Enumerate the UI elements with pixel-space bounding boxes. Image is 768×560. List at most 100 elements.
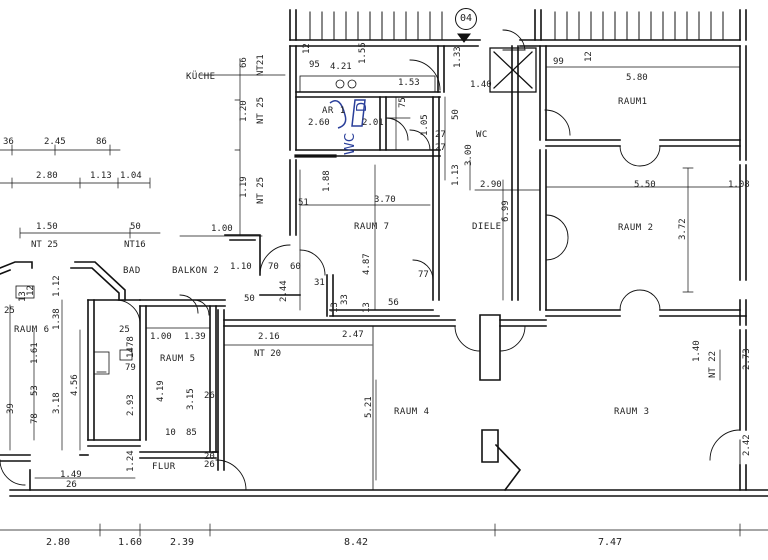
dimension-label: 79	[125, 363, 136, 373]
dimension-label: 1.10	[230, 262, 252, 272]
dimension-label: 14	[126, 347, 136, 358]
dimension-label: 2.60	[308, 118, 330, 128]
dimension-label: 4.19	[156, 380, 166, 402]
nt-label: NT16	[124, 240, 146, 250]
room-label-kueche: KÜCHE	[186, 72, 216, 82]
dimension-label: 4.87	[362, 253, 372, 275]
dimension-label: 53	[30, 385, 40, 396]
room-label-balkon: BALKON 2	[172, 266, 220, 276]
dimension-label: 27	[435, 143, 446, 153]
dimension-label: 26	[204, 391, 215, 401]
dimension-label: 6.99	[501, 200, 511, 222]
dimension-label: 1.88	[322, 170, 332, 192]
nt-label: NT 25	[256, 176, 266, 204]
room-label-raum2: RAUM 2	[618, 223, 654, 233]
dimension-label: 2.47	[342, 330, 364, 340]
dimension-label: 1.40	[692, 340, 702, 362]
dimension-label: 4.56	[70, 374, 80, 396]
room-label-diele: DIELE	[472, 222, 502, 232]
dimension-label: 33	[340, 294, 350, 305]
dimension-label: 26	[66, 480, 77, 490]
dimension-label: 12	[584, 51, 594, 62]
dimension-label: 3.18	[52, 392, 62, 414]
room-label-raum4: RAUM 4	[394, 407, 430, 417]
dimension-label: 20	[204, 452, 215, 462]
dimension-label: 50	[451, 109, 461, 120]
dimension-label: 2.90	[480, 180, 502, 190]
dimension-label: 1.24	[126, 450, 136, 472]
dimension-label: 3.00	[464, 144, 474, 166]
dimension-label: 66	[239, 57, 249, 68]
dimension-label: 1.39	[184, 332, 206, 342]
bottom-dimension: 8.42	[344, 537, 369, 548]
dimension-label: 95	[309, 60, 320, 70]
dimension-label: 1.55	[358, 42, 368, 64]
room-label-raum7: RAUM 7	[354, 222, 390, 232]
dimension-label: 1.12	[52, 275, 62, 297]
handwritten-wc-note: WC	[343, 133, 358, 155]
dimension-label: 5.21	[364, 396, 374, 418]
dimension-label: 5.50	[634, 180, 656, 190]
dimension-label: 3.70	[374, 195, 396, 205]
room-label-raum6: RAUM 6	[14, 325, 50, 335]
dimension-label: 1.13	[90, 171, 112, 181]
dimension-label: 5.80	[626, 73, 648, 83]
dimension-label: 1.53	[398, 78, 420, 88]
room-label-raum1: RAUM1	[618, 97, 648, 107]
dimension-label: 2.93	[126, 394, 136, 416]
room-label-flur: FLUR	[152, 462, 176, 472]
dimension-label: 1.20	[239, 100, 249, 122]
dimension-label: 78	[126, 336, 136, 347]
dimension-label: 50	[244, 294, 255, 304]
dimension-label: 1.13	[451, 164, 461, 186]
dimension-label: 2.42	[742, 434, 752, 456]
nt-label: NT 20	[254, 349, 282, 359]
dimension-label: 2.45	[44, 137, 66, 147]
dimension-label: 1.38	[52, 308, 62, 330]
dimension-label: 51	[298, 198, 309, 208]
dimension-label: 25	[4, 306, 15, 316]
dimension-label: 1.40	[470, 80, 492, 90]
dimension-label: 50	[130, 222, 141, 232]
bottom-dimension: 2.80	[46, 537, 71, 548]
dimension-label: 99	[553, 57, 564, 67]
dimension-label: 36	[3, 137, 14, 147]
dimension-label: 2.73	[742, 348, 752, 370]
nt-label: NT 25	[31, 240, 59, 250]
dimension-label: 56	[388, 298, 399, 308]
dimension-label: 2.01	[362, 118, 384, 128]
dimension-label: 75	[398, 97, 408, 108]
dimension-label: 1.00	[150, 332, 172, 342]
room-label-raum5: RAUM 5	[160, 354, 196, 364]
bottom-dimension: 1.60	[118, 537, 143, 548]
dimension-label: 85	[186, 428, 197, 438]
dimension-label: 25	[119, 325, 130, 335]
room-label-raum3: RAUM 3	[614, 407, 650, 417]
dimension-label: 1.04	[120, 171, 142, 181]
dimension-label: 1.19	[239, 176, 249, 198]
dimension-label: 31	[314, 278, 325, 288]
dimension-label: 78	[30, 413, 40, 424]
room-label-ar: AR 1	[322, 106, 346, 116]
dimension-label: 13	[330, 302, 340, 313]
dimension-label: 1.61	[30, 342, 40, 364]
dimension-label: 39	[6, 403, 16, 414]
nt-label: NT 25	[256, 96, 266, 124]
dimension-label: 26	[204, 460, 215, 470]
nt-label: NT21	[256, 54, 266, 76]
dimension-label: 10	[165, 428, 176, 438]
dimension-label: 12	[302, 43, 312, 54]
room-label-wc: WC	[476, 130, 488, 140]
dimension-label: 1.05	[420, 114, 430, 136]
dimension-label: 12	[26, 285, 36, 296]
bottom-dimension: 2.39	[170, 537, 195, 548]
handwritten-d-note: D	[355, 101, 370, 112]
dimension-label: 77	[418, 270, 429, 280]
dimension-label: 27	[435, 130, 446, 140]
dimension-label: 1.50	[36, 222, 58, 232]
dimension-label: 3.15	[186, 388, 196, 410]
dimension-label: 70	[268, 262, 279, 272]
nt-label: NT 22	[708, 350, 718, 378]
dimension-label: 86	[96, 137, 107, 147]
